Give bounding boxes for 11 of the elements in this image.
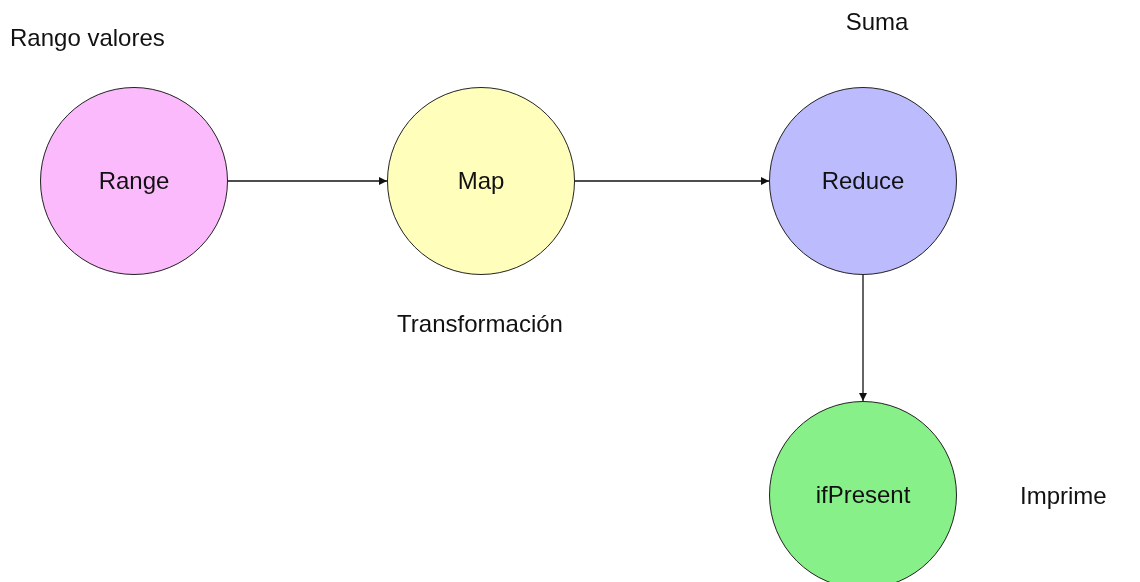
node-caption: Imprime (1020, 482, 1107, 510)
node-caption: Rango valores (10, 24, 165, 52)
node-label: Reduce (821, 167, 905, 195)
node-label: Map (457, 167, 505, 195)
arrow (859, 274, 867, 402)
node-label: ifPresent (815, 481, 911, 509)
node-caption: Suma (845, 8, 909, 36)
arrow (574, 177, 770, 185)
node-label: Range (98, 167, 170, 195)
node-caption: Transformación (397, 310, 563, 338)
arrow (227, 177, 388, 185)
